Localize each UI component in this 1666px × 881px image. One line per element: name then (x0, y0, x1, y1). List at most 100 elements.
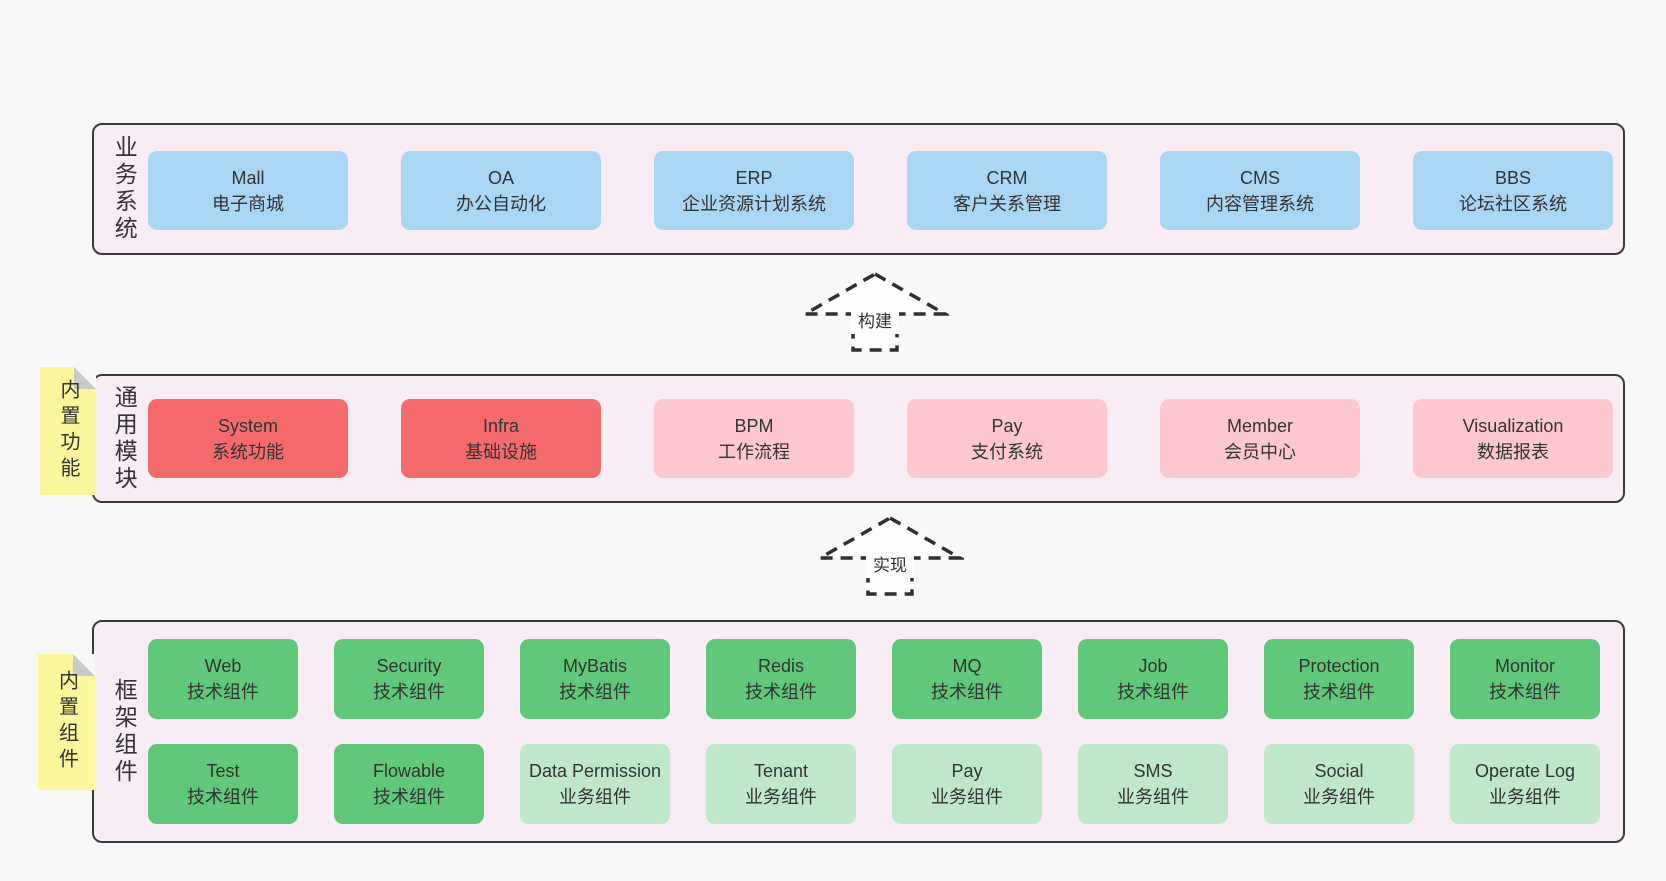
box-protection-name: Protection (1298, 656, 1380, 676)
box-web-desc: 技术组件 (187, 682, 259, 702)
box-bpm-name: BPM (734, 415, 774, 436)
box-social-desc: 业务组件 (1303, 787, 1375, 807)
box-flowable: Flowable 技术组件 (334, 744, 484, 824)
box-bpm-desc: 工作流程 (718, 441, 790, 462)
business-systems-row: Mall 电子商城 OA 办公自动化 ERP 企业资源计划系统 CRM 客户关系… (148, 151, 1613, 230)
sticky-note-built-in-components: 内置组件 (38, 654, 95, 790)
box-redis-desc: 技术组件 (745, 682, 817, 702)
layer-business-systems: 业务系统 Mall 电子商城 OA 办公自动化 ERP 企业资源计划系统 CRM… (92, 123, 1625, 255)
sticky-note-built-in-components-label: 内置组件 (55, 670, 78, 774)
arrow-implement: 实现 (816, 514, 964, 598)
box-erp-desc: 企业资源计划系统 (682, 193, 826, 214)
box-operate-log-desc: 业务组件 (1489, 787, 1561, 807)
box-operate-log: Operate Log 业务组件 (1450, 744, 1600, 824)
box-mq-name: MQ (952, 656, 982, 676)
box-member-name: Member (1226, 415, 1293, 436)
box-bbs-name: BBS (1494, 167, 1532, 188)
box-crm-desc: 客户关系管理 (953, 193, 1061, 214)
box-mq: MQ 技术组件 (892, 639, 1042, 719)
box-member: Member 会员中心 (1160, 399, 1360, 478)
box-visualization: Visualization 数据报表 (1413, 399, 1613, 478)
box-protection: Protection 技术组件 (1264, 639, 1414, 719)
box-social: Social 业务组件 (1264, 744, 1414, 824)
box-infra-desc: 基础设施 (465, 441, 537, 462)
arrow-implement-label: 实现 (873, 556, 907, 575)
sticky-note-built-in-features-label: 内置功能 (57, 379, 79, 483)
box-sms: SMS 业务组件 (1078, 744, 1228, 824)
box-cms-desc: 内容管理系统 (1206, 193, 1314, 214)
box-system-name: System (217, 415, 278, 436)
box-pay-module-name: Pay (991, 415, 1023, 436)
framework-components-row-1: Web 技术组件 Security 技术组件 MyBatis 技术组件 Redi… (148, 639, 1600, 719)
box-oa: OA 办公自动化 (401, 151, 601, 230)
box-oa-desc: 办公自动化 (456, 193, 546, 214)
box-oa-name: OA (487, 167, 514, 188)
box-security-name: Security (376, 656, 442, 676)
box-pay-module: Pay 支付系统 (907, 399, 1107, 478)
box-flowable-name: Flowable (372, 761, 446, 781)
box-mybatis: MyBatis 技术组件 (520, 639, 670, 719)
box-mall: Mall 电子商城 (148, 151, 348, 230)
box-job-desc: 技术组件 (1117, 682, 1189, 702)
layer-label-business-systems: 业务系统 (111, 135, 138, 243)
layer-framework-components: 框架组件 Web 技术组件 Security 技术组件 MyBatis 技术组件… (92, 620, 1625, 843)
box-job: Job 技术组件 (1078, 639, 1228, 719)
box-web-name: Web (204, 656, 242, 676)
box-mq-desc: 技术组件 (931, 682, 1003, 702)
box-data-permission-desc: 业务组件 (559, 787, 631, 807)
box-data-permission-name: Data Permission (528, 761, 662, 781)
box-tenant-name: Tenant (753, 761, 809, 781)
folded-corner-icon (74, 367, 96, 389)
box-sms-desc: 业务组件 (1117, 787, 1189, 807)
layer-label-common-modules: 通用模块 (111, 384, 138, 493)
box-visualization-name: Visualization (1462, 415, 1564, 436)
box-tenant-desc: 业务组件 (745, 787, 817, 807)
box-tenant: Tenant 业务组件 (706, 744, 856, 824)
sticky-note-built-in-features: 内置功能 (40, 367, 96, 495)
box-erp-name: ERP (735, 167, 773, 188)
box-pay-module-desc: 支付系统 (971, 441, 1043, 462)
folded-corner-icon (73, 654, 95, 676)
box-test-desc: 技术组件 (187, 787, 259, 807)
box-member-desc: 会员中心 (1224, 441, 1296, 462)
box-bpm: BPM 工作流程 (654, 399, 854, 478)
box-mybatis-desc: 技术组件 (559, 682, 631, 702)
box-monitor: Monitor 技术组件 (1450, 639, 1600, 719)
box-web: Web 技术组件 (148, 639, 298, 719)
box-monitor-name: Monitor (1494, 656, 1556, 676)
box-infra-name: Infra (482, 415, 520, 436)
box-system-desc: 系统功能 (212, 441, 284, 462)
box-monitor-desc: 技术组件 (1489, 682, 1561, 702)
box-security-desc: 技术组件 (373, 682, 445, 702)
arrow-build: 构建 (801, 270, 949, 354)
box-cms-name: CMS (1240, 167, 1280, 188)
box-mybatis-name: MyBatis (562, 656, 627, 676)
box-pay-component-name: Pay (951, 761, 983, 781)
box-visualization-desc: 数据报表 (1477, 441, 1549, 462)
box-protection-desc: 技术组件 (1303, 682, 1375, 702)
common-modules-row: System 系统功能 Infra 基础设施 BPM 工作流程 Pay 支付系统… (148, 399, 1613, 478)
box-redis-name: Redis (757, 656, 805, 676)
box-job-name: Job (1138, 656, 1168, 676)
layer-common-modules: 通用模块 System 系统功能 Infra 基础设施 BPM 工作流程 Pay… (92, 374, 1625, 503)
framework-components-row-2: Test 技术组件 Flowable 技术组件 Data Permission … (148, 744, 1600, 824)
box-redis: Redis 技术组件 (706, 639, 856, 719)
box-pay-component: Pay 业务组件 (892, 744, 1042, 824)
box-test-name: Test (206, 761, 240, 781)
box-bbs: BBS 论坛社区系统 (1413, 151, 1613, 230)
box-mall-desc: 电子商城 (212, 193, 284, 214)
box-sms-name: SMS (1133, 761, 1173, 781)
box-infra: Infra 基础设施 (401, 399, 601, 478)
arrow-build-label: 构建 (858, 312, 892, 331)
dashed-up-arrow-icon: 实现 (816, 515, 964, 596)
box-cms: CMS 内容管理系统 (1160, 151, 1360, 230)
layer-label-framework-components: 框架组件 (111, 677, 138, 786)
box-social-name: Social (1314, 761, 1364, 781)
dashed-up-arrow-icon: 构建 (801, 271, 949, 352)
box-flowable-desc: 技术组件 (373, 787, 445, 807)
box-data-permission: Data Permission 业务组件 (520, 744, 670, 824)
box-pay-component-desc: 业务组件 (931, 787, 1003, 807)
box-erp: ERP 企业资源计划系统 (654, 151, 854, 230)
box-crm-name: CRM (986, 167, 1028, 188)
